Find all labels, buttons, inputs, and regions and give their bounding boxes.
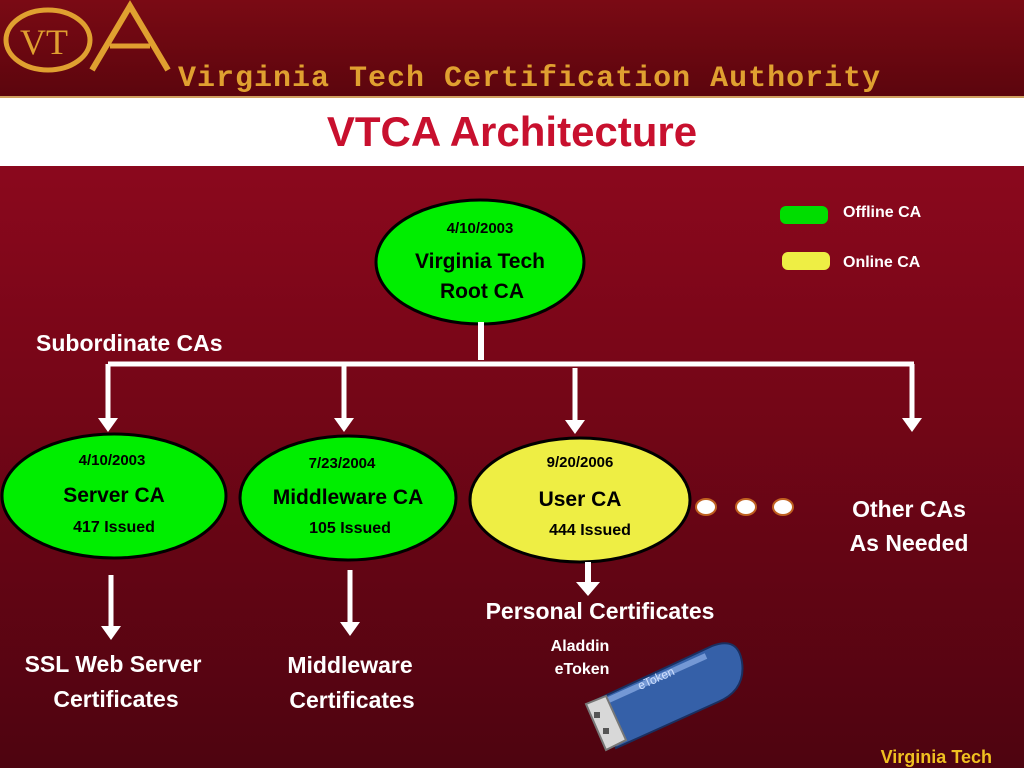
other-cas-line2: As Needed — [849, 530, 969, 556]
more-dot-3 — [772, 498, 794, 516]
server-ca-issued: 417 Issued — [73, 519, 155, 536]
ssl-output-line1: SSL Web Server — [24, 651, 202, 677]
middleware-ca-date: 7/23/2004 — [308, 455, 376, 472]
server-ca-name: Server CA — [63, 484, 165, 507]
vtca-logo-icon: VT — [3, 0, 171, 73]
legend-online-swatch — [782, 252, 830, 270]
ssl-output-line2: Certificates — [53, 686, 179, 712]
title-band — [0, 98, 1024, 166]
other-cas-line1: Other CAs — [852, 496, 966, 522]
token-label-line1: Aladdin — [550, 638, 610, 655]
user-ca-name: User CA — [538, 488, 622, 511]
page-title: VTCA Architecture — [326, 108, 698, 155]
middleware-ca-issued: 105 Issued — [309, 520, 391, 537]
legend-offline-swatch — [780, 206, 828, 224]
personal-certificates-label: Personal Certificates — [485, 598, 715, 624]
legend-offline-label: Offline CA — [843, 204, 922, 221]
svg-text:VT: VT — [20, 22, 68, 62]
user-ca-date: 9/20/2006 — [546, 454, 614, 471]
more-dot-1 — [695, 498, 717, 516]
server-ca-date: 4/10/2003 — [78, 452, 146, 469]
usb-token-icon: eToken — [584, 642, 744, 752]
more-dot-2 — [735, 498, 757, 516]
user-ca-issued: 444 Issued — [549, 522, 631, 539]
token-label-line2: eToken — [554, 661, 610, 678]
root-ca-date: 4/10/2003 — [446, 220, 514, 237]
middleware-output-line1: Middleware — [287, 652, 413, 678]
server-ca-node — [0, 432, 228, 560]
middleware-output-line2: Certificates — [289, 687, 415, 713]
footer-label: Virginia Tech — [880, 747, 992, 767]
user-ca-node — [468, 436, 692, 564]
middleware-ca-node — [238, 434, 458, 562]
root-ca-name-line1: Virginia Tech — [415, 250, 545, 273]
root-ca-name-line2: Root CA — [440, 280, 524, 303]
header-title: Virginia Tech Certification Authority — [178, 62, 882, 96]
header-banner: VT Virginia Tech Certification Authority — [0, 0, 1024, 98]
legend-online-label: Online CA — [843, 254, 921, 271]
subordinate-cas-label: Subordinate CAs — [36, 330, 223, 356]
middleware-ca-name: Middleware CA — [272, 486, 424, 509]
